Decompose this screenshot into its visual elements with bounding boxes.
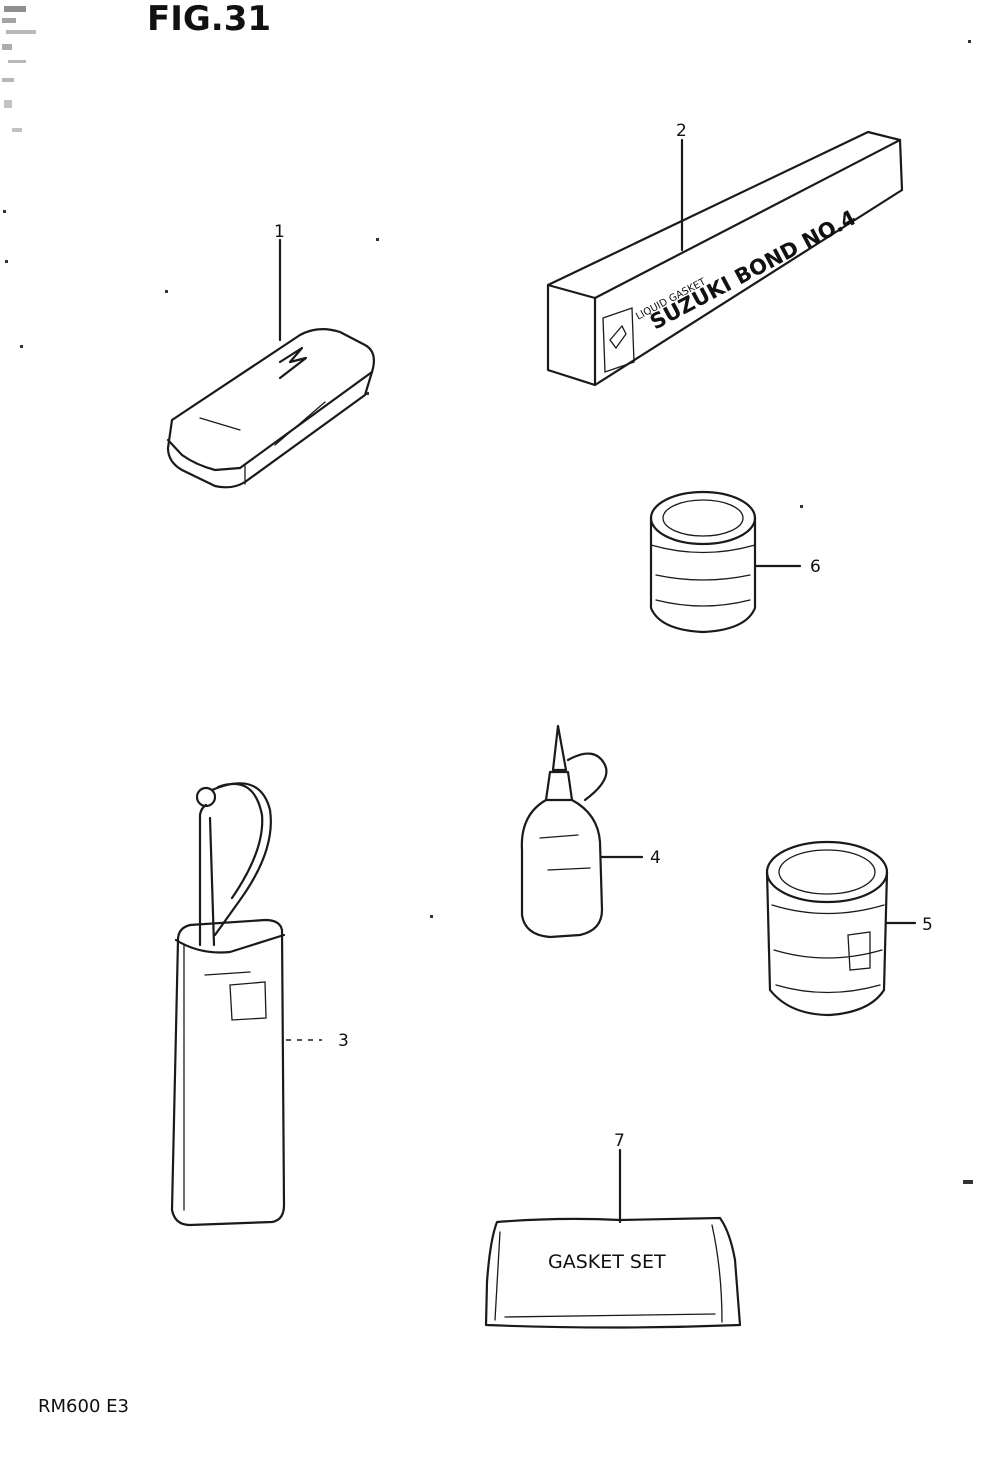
part-5-illustration: 5 — [765, 840, 933, 1017]
part-6-number: 6 — [810, 557, 821, 577]
model-code: RM600 E3 — [38, 1396, 129, 1417]
part-2-number: 2 — [676, 121, 687, 141]
part-2-box-text-large: SUZUKI BOND NO.4 — [646, 205, 860, 334]
part-1-illustration: 1 — [166, 222, 375, 489]
scan-noise — [2, 6, 973, 1184]
part-7-illustration: GASKET SET 7 — [484, 1131, 742, 1329]
part-4-number: 4 — [650, 848, 661, 868]
part-5-number: 5 — [922, 915, 933, 935]
part-7-number: 7 — [614, 1131, 625, 1151]
part-2-illustration: LIQUID GASKET SUZUKI BOND NO.4 2 — [546, 121, 904, 387]
part-4-illustration: 4 — [520, 724, 661, 939]
part-3-number: 3 — [338, 1031, 349, 1051]
part-6-illustration: 6 — [649, 490, 821, 634]
gasket-set-label: GASKET SET — [548, 1251, 666, 1273]
figure-title: FIG.31 — [147, 0, 271, 39]
part-1-number: 1 — [274, 222, 285, 242]
part-3-illustration: 3 — [170, 782, 349, 1227]
